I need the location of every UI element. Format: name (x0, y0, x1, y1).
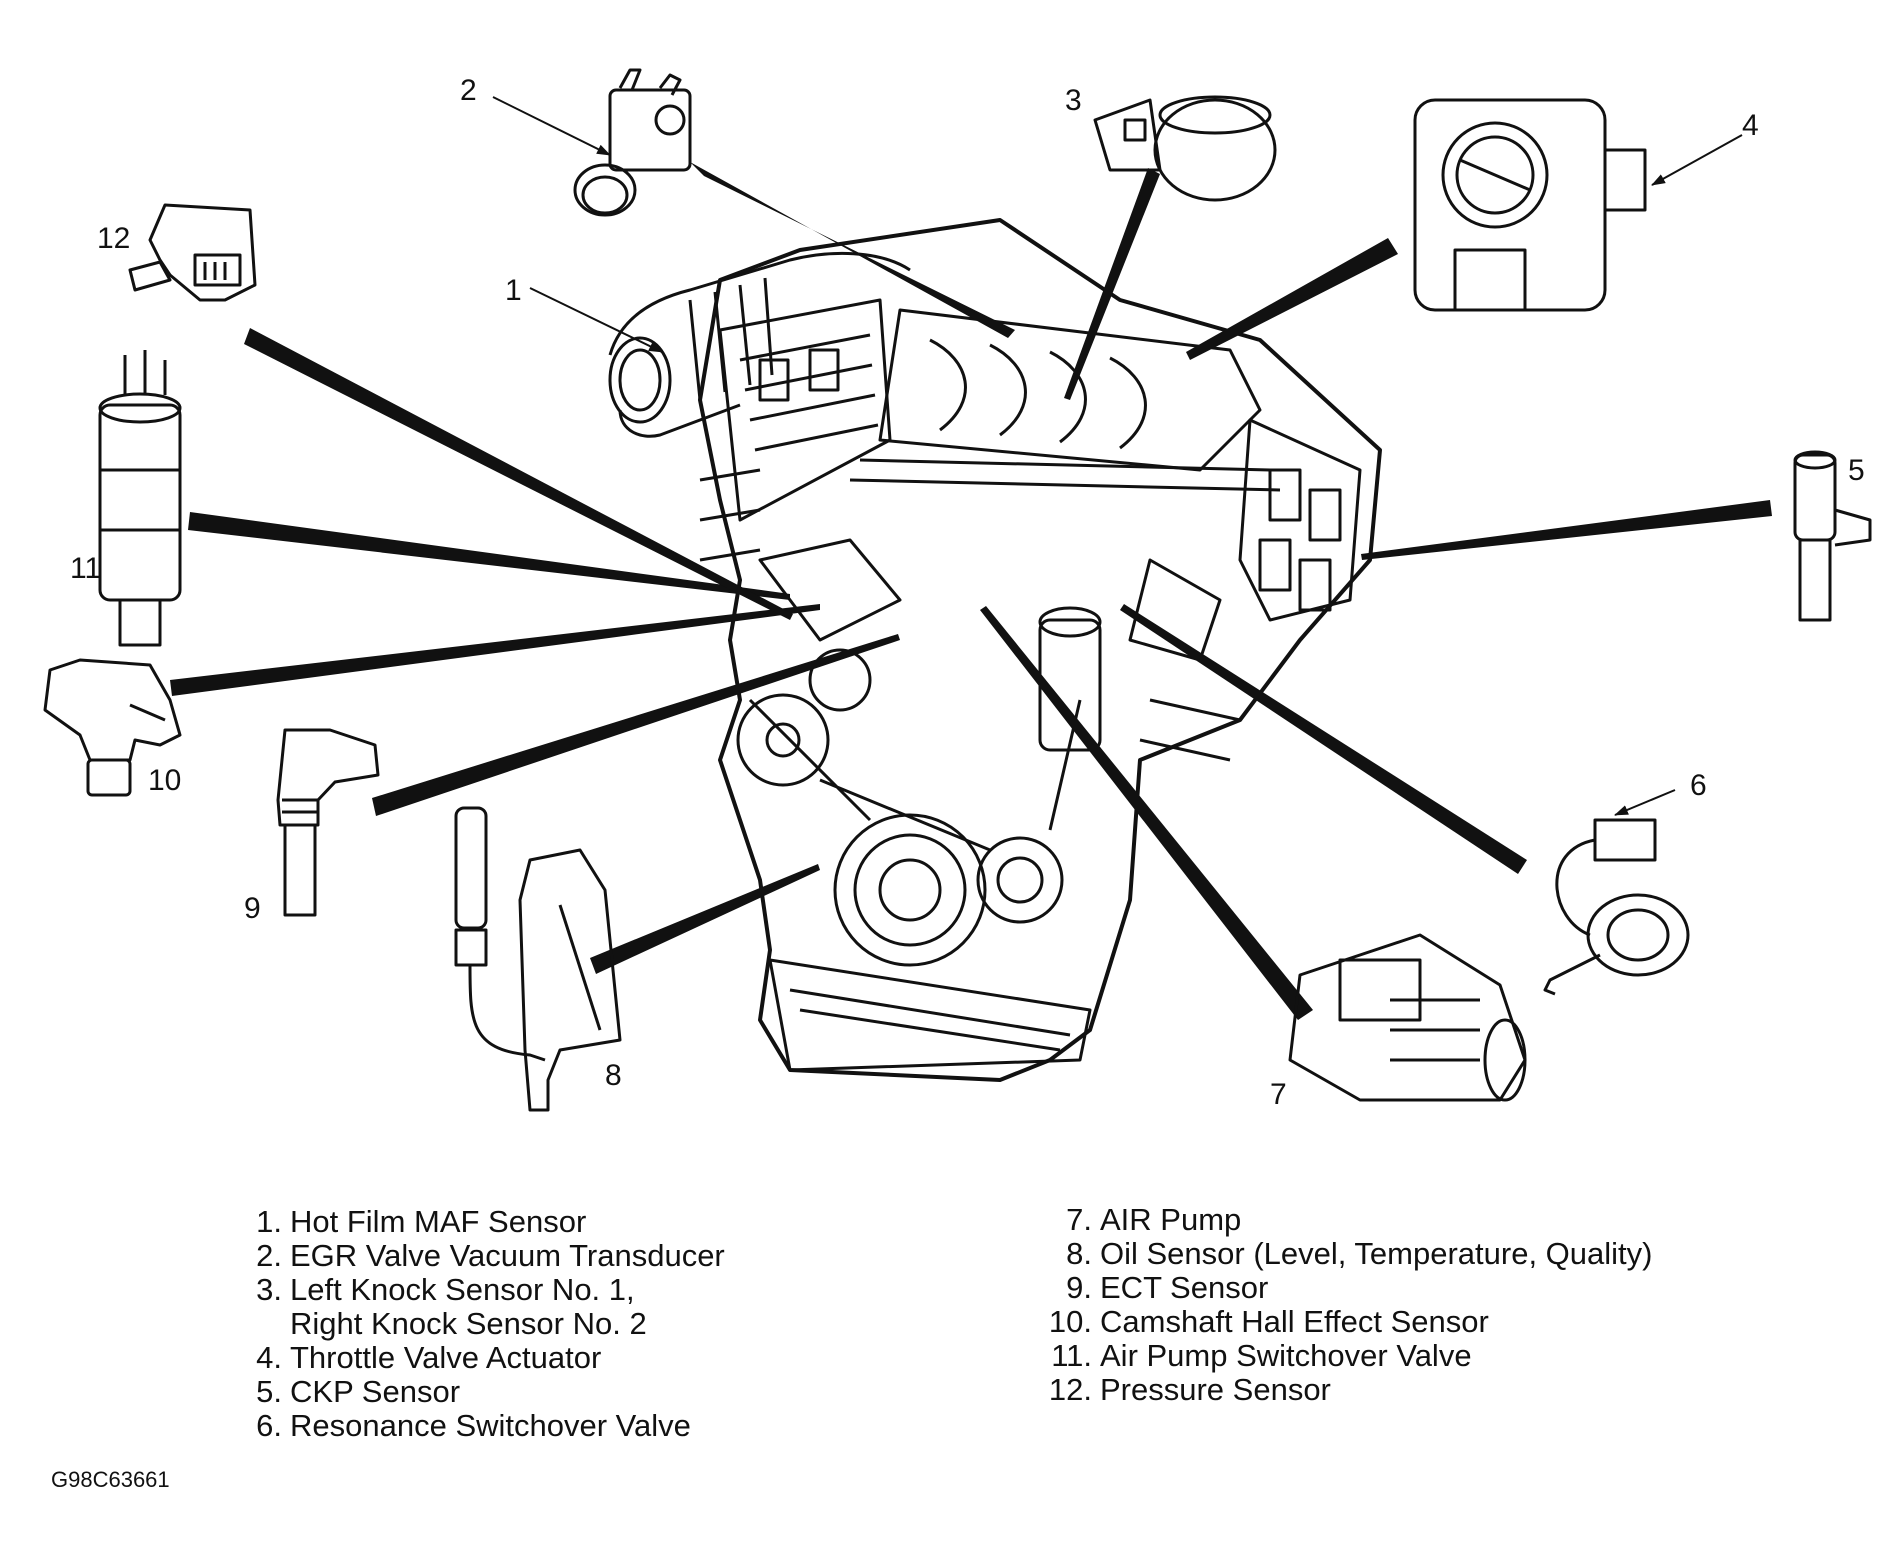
callout-6: 6 (1690, 769, 1707, 802)
leader-10 (170, 604, 820, 696)
arrow-leaders (492, 96, 1743, 816)
legend-label: Pressure Sensor (1100, 1372, 1331, 1407)
legend-number: 11. (1051, 1338, 1092, 1373)
callout-7: 7 (1270, 1078, 1287, 1111)
ckp-sensor-icon (1793, 450, 1872, 622)
callout-8: 8 (605, 1059, 622, 1092)
callout-9: 9 (244, 892, 261, 925)
legend-label: Throttle Valve Actuator (290, 1340, 602, 1375)
leader-12 (244, 328, 793, 620)
leader-7 (980, 606, 1313, 1020)
legend-label: Left Knock Sensor No. 1, (290, 1272, 635, 1307)
legend-number: 4. (256, 1340, 282, 1375)
legend-label: AIR Pump (1100, 1202, 1242, 1237)
leader-5 (1361, 500, 1772, 560)
legend-label: ECT Sensor (1100, 1270, 1269, 1305)
callout-2: 2 (460, 74, 477, 107)
air-pump-switchover-valve-icon (98, 350, 182, 647)
legend-item-7: 7.AIR Pump (1046, 1203, 1653, 1237)
legend-number: 12. (1048, 1372, 1092, 1407)
legend-item-11: 11.Air Pump Switchover Valve (1046, 1339, 1653, 1373)
camshaft-sensor-icon (43, 658, 182, 797)
figure-code: G98C63661 (51, 1467, 170, 1492)
air-pump-icon (1288, 933, 1527, 1102)
oil-sensor-icon (454, 806, 622, 1112)
legend-item-4: 4.Throttle Valve Actuator (236, 1341, 725, 1375)
arrow-6 (1614, 789, 1676, 816)
callout-12: 12 (97, 222, 130, 255)
leader-4 (1186, 238, 1398, 360)
callout-4: 4 (1742, 109, 1759, 142)
leader-9 (372, 634, 900, 816)
callout-3: 3 (1065, 84, 1082, 117)
arrow-4 (1651, 134, 1743, 186)
callout-5: 5 (1848, 454, 1865, 487)
pressure-sensor-icon (128, 203, 257, 302)
leader-2 (690, 162, 1015, 338)
legend-label: CKP Sensor (290, 1374, 461, 1409)
callout-11: 11 (70, 552, 101, 585)
resonance-valve-icon (1543, 818, 1690, 996)
callout-10: 10 (148, 764, 181, 797)
legend-number: 2. (256, 1238, 282, 1273)
legend-number: 1. (256, 1204, 282, 1239)
legend-item-5: 5.CKP Sensor (236, 1375, 725, 1409)
legend-item-9: 9.ECT Sensor (1046, 1271, 1653, 1305)
legend-label: Camshaft Hall Effect Sensor (1100, 1304, 1489, 1339)
leader-6 (1120, 604, 1527, 874)
throttle-actuator-icon (1413, 98, 1647, 312)
legend-item-3-continued: Right Knock Sensor No. 2 (290, 1306, 647, 1341)
legend-number: 7. (1066, 1202, 1092, 1237)
callout-1: 1 (505, 274, 522, 307)
legend-item-6: 6.Resonance Switchover Valve (236, 1409, 725, 1443)
arrow-2 (492, 96, 611, 156)
legend-label: Air Pump Switchover Valve (1100, 1338, 1472, 1373)
legend-number: 10. (1048, 1304, 1092, 1339)
leader-lines (170, 162, 1772, 1020)
legend-right: 7.AIR Pump 8.Oil Sensor (Level, Temperat… (1046, 1203, 1653, 1407)
egr-transducer-icon (573, 68, 692, 217)
arrow-1 (529, 287, 663, 353)
leader-11 (188, 512, 790, 600)
knock-sensor-icon (1093, 95, 1277, 202)
legend-label: Oil Sensor (Level, Temperature, Quality) (1100, 1236, 1653, 1271)
legend-item-1: 1.Hot Film MAF Sensor (236, 1205, 725, 1239)
legend-item-3: 3.Left Knock Sensor No. 1, (236, 1273, 725, 1307)
legend-label: Resonance Switchover Valve (290, 1408, 691, 1443)
legend-number: 5. (256, 1374, 282, 1409)
legend-item-2: 2.EGR Valve Vacuum Transducer (236, 1239, 725, 1273)
legend-number: 6. (256, 1408, 282, 1443)
legend-number: 9. (1066, 1270, 1092, 1305)
legend-number: 3. (256, 1272, 282, 1307)
ect-sensor-icon (276, 728, 380, 917)
legend-number: 8. (1066, 1236, 1092, 1271)
legend-item-8: 8.Oil Sensor (Level, Temperature, Qualit… (1046, 1236, 1653, 1271)
legend-label: EGR Valve Vacuum Transducer (290, 1238, 725, 1273)
leader-8 (590, 864, 820, 974)
legend-left: 1.Hot Film MAF Sensor 2.EGR Valve Vacuum… (236, 1205, 725, 1443)
legend-item-10: 10.Camshaft Hall Effect Sensor (1046, 1305, 1653, 1339)
legend-item-12: 12.Pressure Sensor (1046, 1373, 1653, 1407)
leader-3 (1064, 168, 1160, 400)
legend-label: Hot Film MAF Sensor (290, 1204, 587, 1239)
